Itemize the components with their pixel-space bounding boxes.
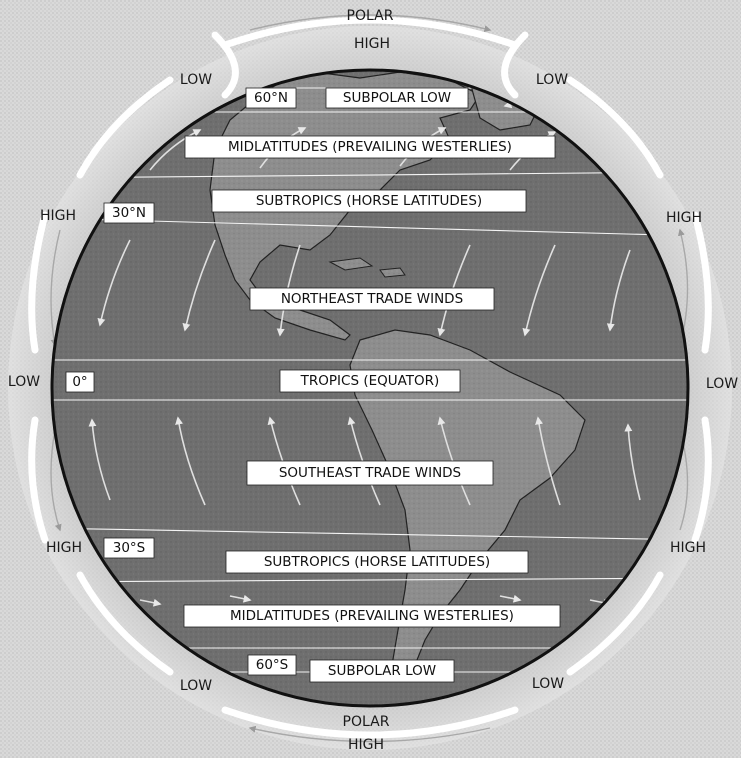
polar-high-top-line1: POLAR [347, 8, 394, 24]
lat-30s-label: 30°S [113, 540, 146, 556]
lat-30n-label: 30°N [112, 205, 146, 221]
tropics-equator-label: TROPICS (EQUATOR) [300, 373, 440, 389]
northeast-trades-label: NORTHEAST TRADE WINDS [281, 291, 463, 307]
polar-high-bottom-line2: HIGH [348, 737, 384, 753]
high-right-south: HIGH [670, 540, 706, 556]
subpolar-low-south-label: SUBPOLAR LOW [328, 663, 436, 679]
low-left-equator: LOW [8, 374, 40, 390]
high-left-north: HIGH [40, 208, 76, 224]
low-bottom-left: LOW [180, 678, 212, 694]
low-top-left: LOW [180, 72, 212, 88]
subtropics-south-label: SUBTROPICS (HORSE LATITUDES) [264, 554, 490, 570]
polar-high-top-line2: HIGH [354, 36, 390, 52]
low-top-right: LOW [536, 72, 568, 88]
subpolar-low-north-label: SUBPOLAR LOW [343, 90, 451, 106]
high-right-north: HIGH [666, 210, 702, 226]
lat-60s-label: 60°S [256, 657, 289, 673]
low-right-equator: LOW [706, 376, 738, 392]
high-left-south: HIGH [46, 540, 82, 556]
southeast-trades-label: SOUTHEAST TRADE WINDS [279, 465, 461, 481]
midlatitudes-south-label: MIDLATITUDES (PREVAILING WESTERLIES) [230, 608, 514, 624]
lat-60n-label: 60°N [254, 90, 288, 106]
polar-high-bottom-line1: POLAR [343, 714, 390, 730]
lat-0-label: 0° [72, 374, 87, 390]
low-bottom-right: LOW [532, 676, 564, 692]
subtropics-north-label: SUBTROPICS (HORSE LATITUDES) [256, 193, 482, 209]
midlatitudes-north-label: MIDLATITUDES (PREVAILING WESTERLIES) [228, 139, 512, 155]
